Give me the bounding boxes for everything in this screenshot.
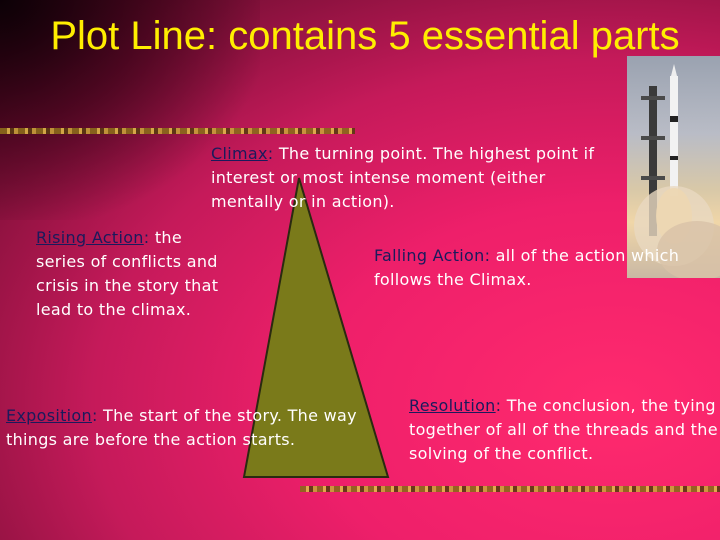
exposition-term: Exposition (6, 406, 92, 425)
climax-term: Climax (211, 144, 268, 163)
falling-action-label: Falling Action: all of the action which … (374, 244, 694, 292)
rising-action-term: Rising Action (36, 228, 144, 247)
climax-sep: : (268, 144, 279, 163)
resolution-sep: : (496, 396, 507, 415)
decorative-divider-top (0, 128, 355, 134)
decorative-divider-bottom (300, 486, 720, 492)
rising-action-label: Rising Action: the series of conflicts a… (36, 226, 226, 322)
falling-action-term: Falling Action (374, 246, 485, 265)
exposition-label: Exposition: The start of the story. The … (6, 404, 366, 452)
slide-title: Plot Line: contains 5 essential parts (40, 12, 690, 60)
resolution-term: Resolution (409, 396, 496, 415)
rising-action-sep: : (144, 228, 155, 247)
resolution-label: Resolution: The conclusion, the tying to… (409, 394, 719, 466)
falling-action-sep: : (485, 246, 496, 265)
climax-label: Climax: The turning point. The highest p… (211, 142, 611, 214)
exposition-sep: : (92, 406, 103, 425)
